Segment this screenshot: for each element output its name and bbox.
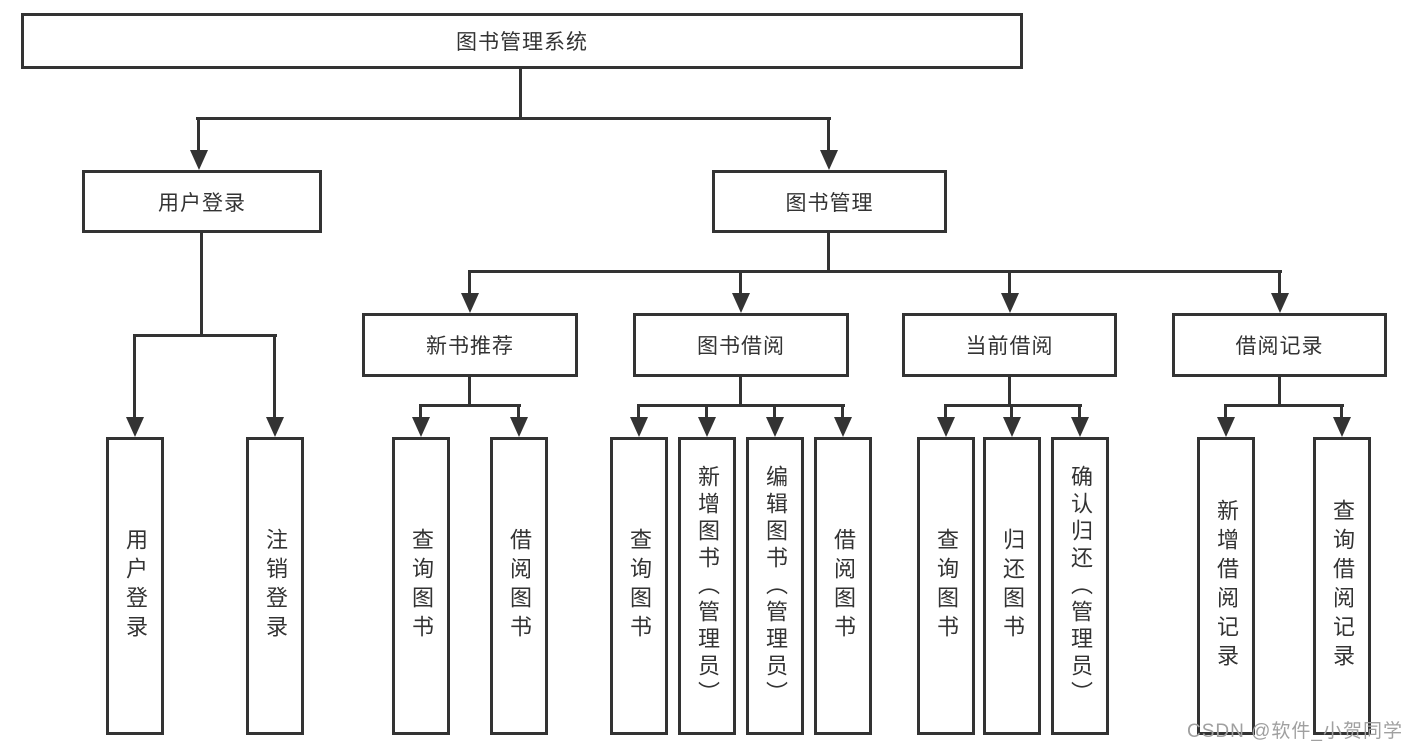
arrow-down-icon <box>1333 417 1351 437</box>
node-label: 查询图书 <box>409 528 434 644</box>
leaf-return-books: 归还图书 <box>983 437 1041 735</box>
node-label: 图书管理 <box>785 191 874 215</box>
connector-drop-leaf <box>1340 404 1343 419</box>
arrow-down-icon <box>510 417 528 437</box>
node-label: 当前借阅 <box>965 335 1054 358</box>
connector-rail-user-login <box>133 334 277 337</box>
arrow-down-icon <box>820 150 838 170</box>
connector-drop-leaf <box>133 334 136 419</box>
connector-drop-leaf <box>841 404 844 419</box>
node-label: 图书借阅 <box>697 335 785 358</box>
node-label: 新增借阅记录 <box>1214 499 1239 673</box>
arrow-down-icon <box>412 417 430 437</box>
connector-drop-book-management <box>827 117 830 153</box>
connector-rail-records <box>1224 404 1344 407</box>
leaf-user-login: 用户登录 <box>106 437 164 735</box>
node-book-management: 图书管理 <box>712 170 947 233</box>
connector-stem-book-management <box>827 233 830 273</box>
connector-drop-leaf <box>517 404 520 419</box>
connector-drop-leaf <box>944 404 947 419</box>
connector-drop-records <box>1278 270 1281 295</box>
leaf-logout: 注销登录 <box>246 437 304 735</box>
connector-drop-leaf <box>273 334 276 419</box>
connector-drop-leaf <box>1078 404 1081 419</box>
node-new-book-recommend: 新书推荐 <box>362 313 578 377</box>
arrow-down-icon <box>126 417 144 437</box>
node-label: 借阅图书 <box>831 528 856 644</box>
connector-stem-recommend <box>468 377 471 407</box>
arrow-down-icon <box>1217 417 1235 437</box>
node-label: 借阅记录 <box>1235 335 1324 358</box>
node-current-borrow: 当前借阅 <box>902 313 1117 377</box>
leaf-borrow-books-recommend: 借阅图书 <box>490 437 548 735</box>
arrow-down-icon <box>630 417 648 437</box>
connector-drop-leaf <box>773 404 776 419</box>
arrow-down-icon <box>1071 417 1089 437</box>
connector-rail-borrow <box>637 404 845 407</box>
node-label: 图书管理系统 <box>456 31 588 54</box>
connector-drop-user-login <box>197 117 200 153</box>
node-book-borrow: 图书借阅 <box>633 313 849 377</box>
arrow-down-icon <box>698 417 716 437</box>
csdn-watermark: CSDN @软件_小贺同学 <box>1187 721 1403 742</box>
node-label: 归还图书 <box>1000 528 1025 644</box>
arrow-down-icon <box>834 417 852 437</box>
node-label: 新增图书（管理员） <box>695 464 720 708</box>
connector-stem-records <box>1278 377 1281 407</box>
connector-drop-leaf <box>419 404 422 419</box>
connector-drop-borrow <box>739 270 742 295</box>
leaf-edit-books-admin: 编辑图书（管理员） <box>746 437 804 735</box>
connector-drop-leaf <box>705 404 708 419</box>
node-label: 注销登录 <box>263 528 288 644</box>
node-borrow-records: 借阅记录 <box>1172 313 1387 377</box>
connector-stem-root <box>519 69 522 120</box>
leaf-add-books-admin: 新增图书（管理员） <box>678 437 736 735</box>
connector-rail-root <box>196 117 831 120</box>
node-label: 用户登录 <box>158 191 246 215</box>
arrow-down-icon <box>190 150 208 170</box>
leaf-add-borrow-record: 新增借阅记录 <box>1197 437 1255 735</box>
arrow-down-icon <box>732 293 750 313</box>
connector-drop-leaf <box>637 404 640 419</box>
arrow-down-icon <box>1003 417 1021 437</box>
node-label: 查询借阅记录 <box>1330 499 1355 673</box>
arrow-down-icon <box>1271 293 1289 313</box>
connector-drop-current <box>1008 270 1011 295</box>
connector-rail-book-management <box>468 270 1282 273</box>
connector-drop-recommend <box>468 270 471 295</box>
leaf-query-borrow-record: 查询借阅记录 <box>1313 437 1371 735</box>
connector-stem-borrow <box>739 377 742 407</box>
node-label: 编辑图书（管理员） <box>763 464 788 708</box>
arrow-down-icon <box>766 417 784 437</box>
node-label: 新书推荐 <box>426 335 514 358</box>
arrow-down-icon <box>1001 293 1019 313</box>
node-label: 确认归还（管理员） <box>1068 464 1093 708</box>
leaf-query-books-borrow: 查询图书 <box>610 437 668 735</box>
leaf-query-books-current: 查询图书 <box>917 437 975 735</box>
connector-drop-leaf <box>1010 404 1013 419</box>
arrow-down-icon <box>266 417 284 437</box>
node-label: 查询图书 <box>627 528 652 644</box>
leaf-borrow-books: 借阅图书 <box>814 437 872 735</box>
node-label: 查询图书 <box>934 528 959 644</box>
connector-rail-current <box>944 404 1082 407</box>
arrow-down-icon <box>461 293 479 313</box>
node-user-login: 用户登录 <box>82 170 322 233</box>
node-label: 用户登录 <box>123 528 148 644</box>
connector-stem-current <box>1008 377 1011 407</box>
node-library-system: 图书管理系统 <box>21 13 1023 69</box>
node-label: 借阅图书 <box>507 528 532 644</box>
connector-rail-recommend <box>419 404 521 407</box>
connector-drop-leaf <box>1224 404 1227 419</box>
leaf-confirm-return-admin: 确认归还（管理员） <box>1051 437 1109 735</box>
leaf-query-books-recommend: 查询图书 <box>392 437 450 735</box>
arrow-down-icon <box>937 417 955 437</box>
connector-stem-user-login <box>200 233 203 337</box>
